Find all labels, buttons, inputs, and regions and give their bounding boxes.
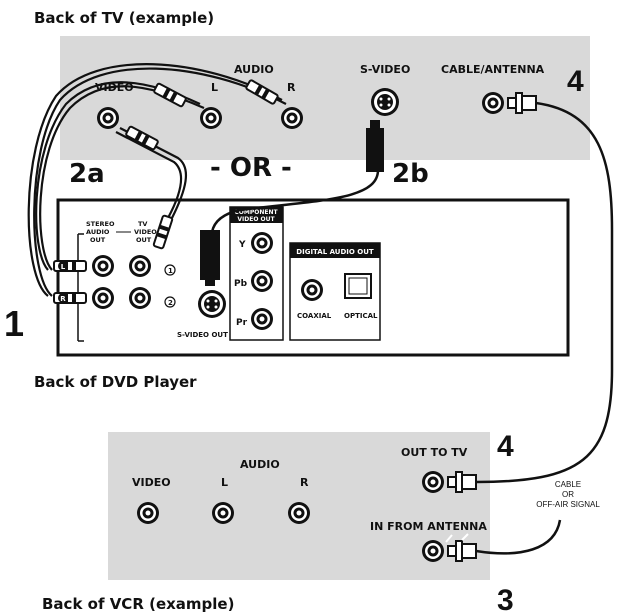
digital-audio-title-bar [290,243,380,258]
signal-label-1: CABLE [555,480,581,489]
coaxial-jack [301,279,323,301]
step-2b: 2b [392,159,429,189]
vcr-out-to-tv-jack [422,471,444,493]
vcr-video-jack [137,502,159,524]
vcr-caption: Back of VCR (example) [42,595,234,613]
signal-label-3: OFF-AIR SIGNAL [536,500,600,509]
tv-cable-antenna-label: CABLE/ANTENNA [441,63,545,76]
tv-svideo-label: S-VIDEO [360,63,410,76]
component-y-label: Y [238,240,246,250]
step-4-tv: 4 [567,65,584,98]
optical-label: OPTICAL [344,312,378,320]
or-separator: - OR - [210,153,292,183]
composite-cable-set [27,63,287,297]
vcr-audio-label: AUDIO [240,458,280,471]
tv-cable-antenna-jack [482,92,504,114]
step-3: 3 [497,584,514,614]
coax-cable-signal [475,519,562,555]
vcr-in-from-antenna-label: IN FROM ANTENNA [370,520,487,533]
stereo-bracket [77,233,84,342]
stereo-label-2: AUDIO [86,228,110,236]
digital-audio-title: DIGITAL AUDIO OUT [296,248,374,256]
optical-port-inner [348,277,368,295]
dvd-audio-r-jack [92,287,114,309]
jack-number-1: 1 [168,267,173,275]
stereo-label-3: OUT [90,236,106,244]
vcr-in-from-antenna-jack [422,540,444,562]
svideo-out-label: S-VIDEO OUT [177,331,228,339]
vcr-audio-r-jack [288,502,310,524]
tv-audio-r-jack [281,107,303,129]
component-pb-jack [251,270,273,292]
vcr-video-label: VIDEO [132,476,171,489]
dvd-caption: Back of DVD Player [34,373,197,391]
dvd-video-out-2-jack [129,287,151,309]
component-y-jack [251,232,273,254]
vcr-audio-r-label: R [300,476,309,489]
tv-svideo-jack [371,88,399,116]
vcr-audio-l-label: L [221,476,228,489]
dvd-video-out-1-jack [129,255,151,277]
plug-l-marker: L [61,263,66,271]
component-pr-jack [251,308,273,330]
tv-audio-l-jack [200,107,222,129]
signal-label-2: OR [562,490,574,499]
tv-video-out-label-2: VIDEO [134,228,157,236]
plug-r-marker: R [60,295,66,303]
component-title-2: VIDEO OUT [237,216,275,223]
component-title-1: COMPONENT [234,209,278,216]
dvd-audio-l-jack [92,255,114,277]
tv-video-jack [97,107,119,129]
step-1: 1 [4,303,24,344]
tv-caption: Back of TV (example) [34,9,214,27]
coax-cable-tv-vcr [475,101,614,484]
step-2a: 2a [69,159,105,189]
tv-video-out-label-1: TV [138,220,147,228]
vcr-out-coax-plug [447,471,477,493]
tv-audio-label: AUDIO [234,63,274,76]
coaxial-label: COAXIAL [297,312,332,320]
component-pr-label: Pr [236,318,248,328]
tv-audio-r-label: R [287,81,296,94]
step-4-vcr: 4 [497,430,514,463]
component-pb-label: Pb [234,279,248,289]
vcr-out-to-tv-label: OUT TO TV [401,446,468,459]
svideo-cable [200,120,384,286]
jack-number-2: 2 [168,299,173,307]
component-title-bar [230,207,283,223]
stereo-label-1: STEREO [86,220,115,228]
tv-video-out-label-3: OUT [136,236,152,244]
tv-audio-l-label: L [211,81,218,94]
vcr-audio-l-jack [212,502,234,524]
dvd-svideo-jack [198,290,226,318]
